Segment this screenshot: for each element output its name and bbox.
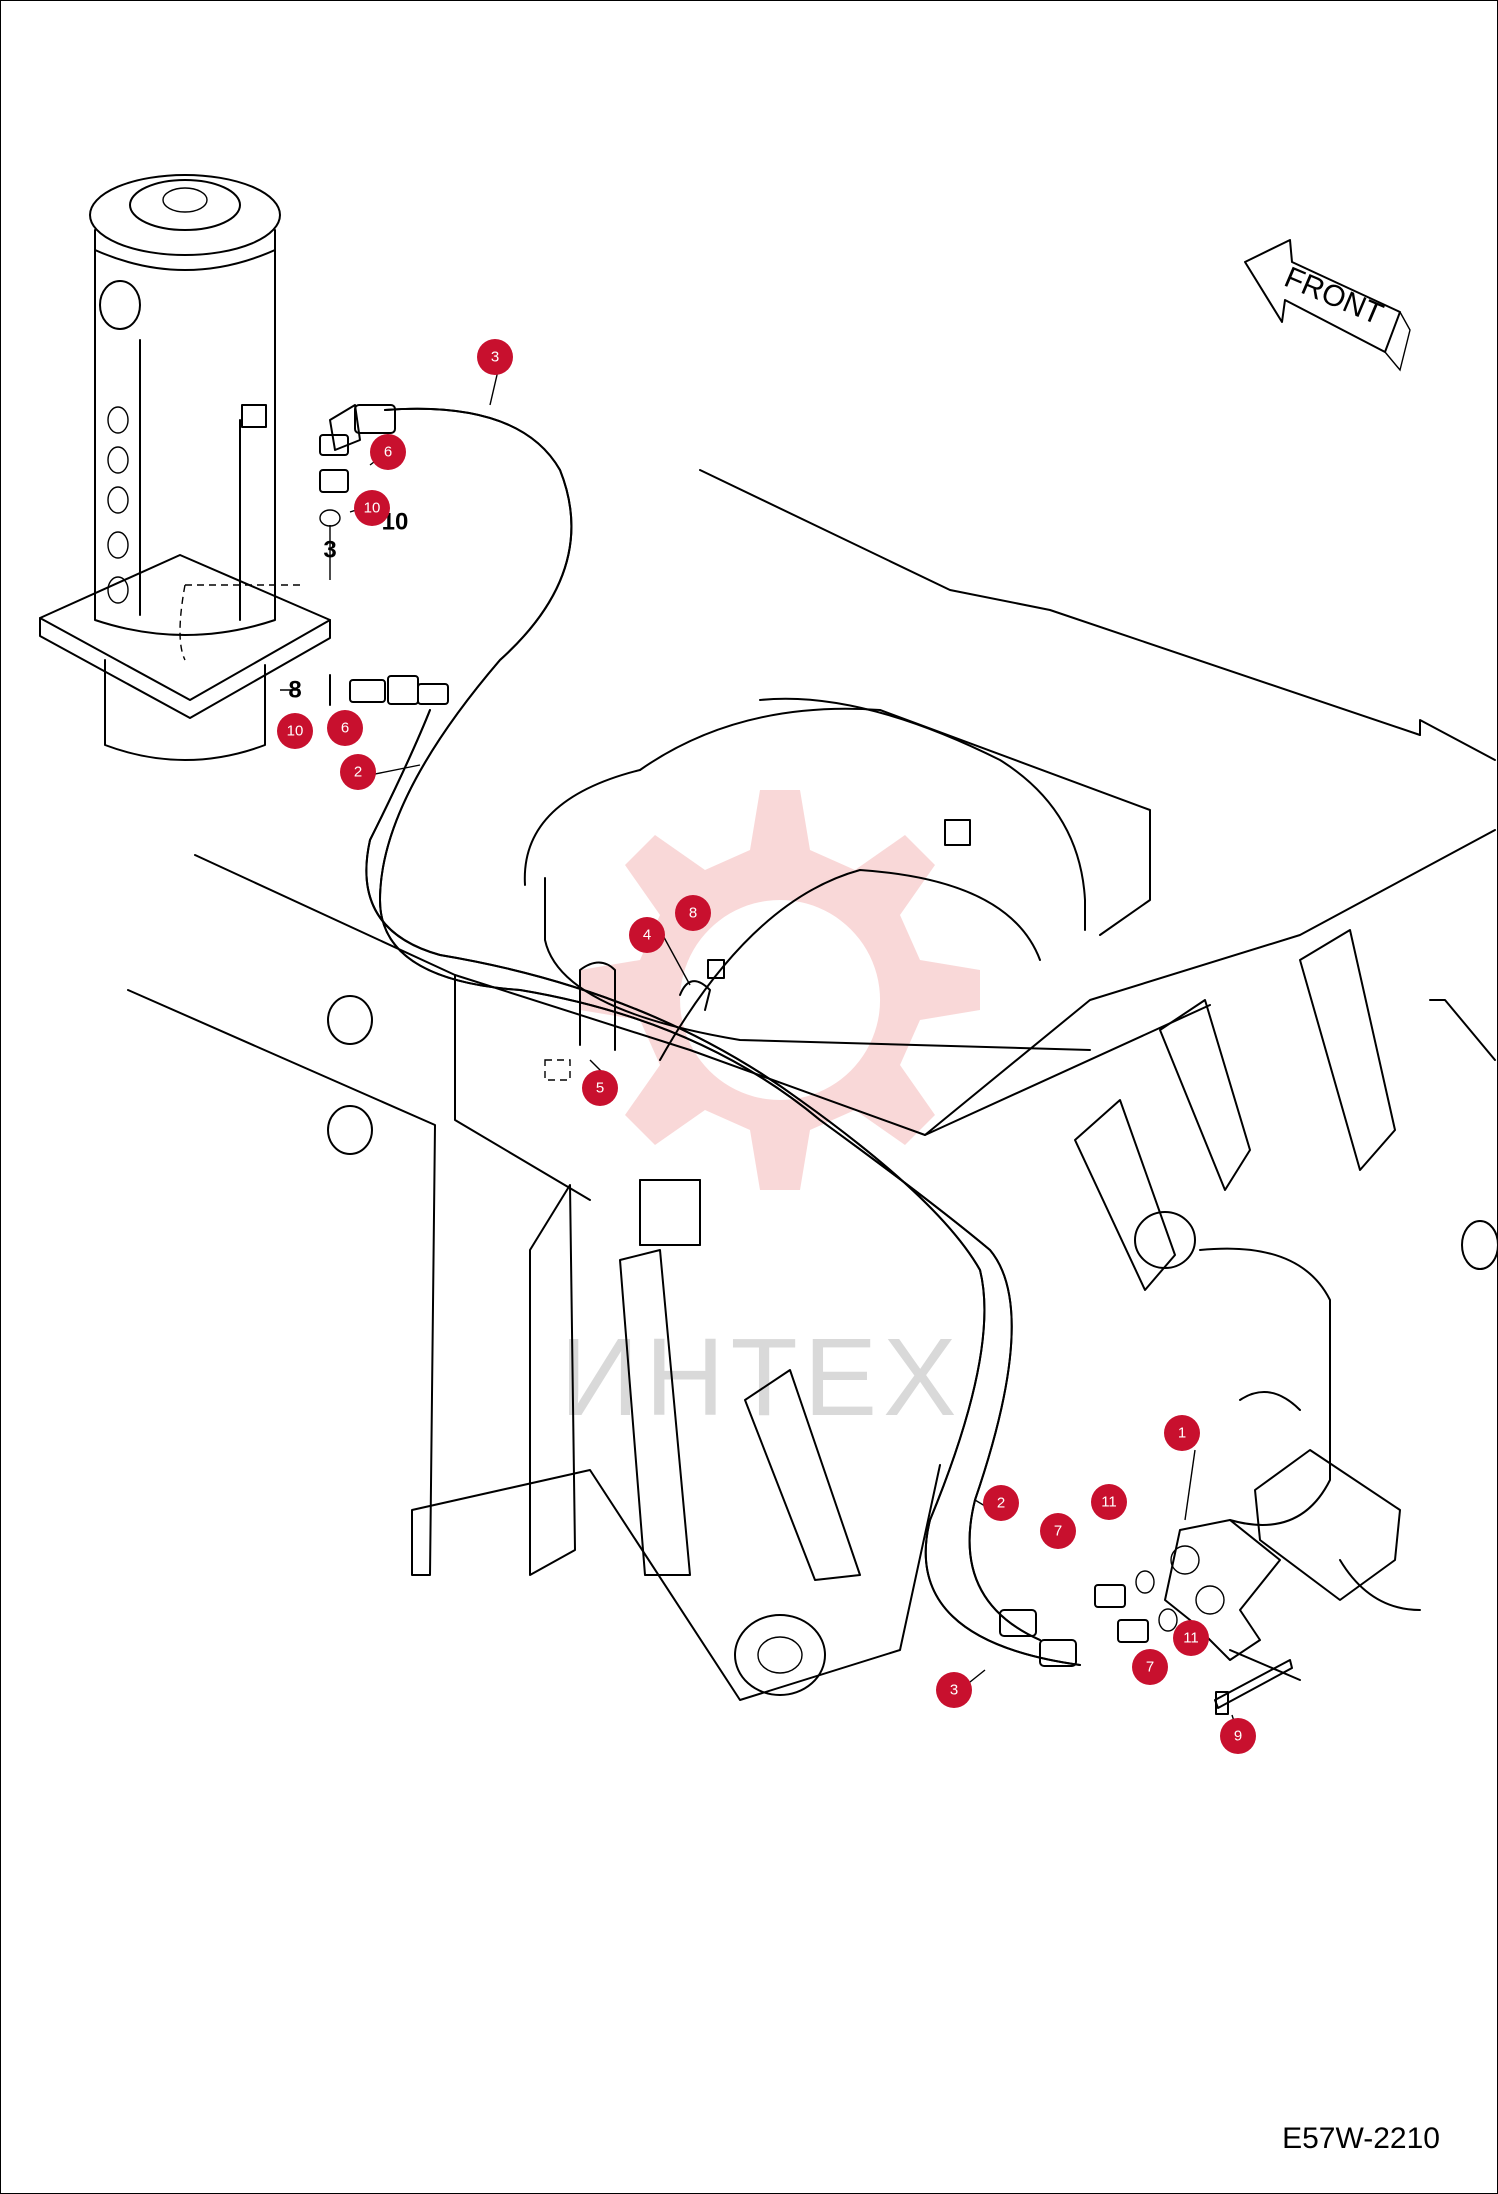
svg-text:6: 6 — [384, 444, 392, 461]
callout-2[interactable]: 2 — [340, 754, 376, 790]
front-arrow-label: FRONT — [1280, 261, 1388, 332]
svg-text:7: 7 — [1146, 1659, 1154, 1676]
svg-text:11: 11 — [1183, 1630, 1199, 1647]
leader-lines — [280, 361, 1241, 1741]
svg-text:1: 1 — [1178, 1425, 1186, 1442]
svg-text:7: 7 — [1054, 1523, 1062, 1540]
callout-10[interactable]: 10 — [354, 490, 390, 526]
callout-5[interactable]: 5 — [582, 1070, 618, 1106]
callout-3[interactable]: 3 — [936, 1672, 972, 1708]
callout-3[interactable]: 3 — [477, 339, 513, 375]
svg-text:10: 10 — [287, 723, 304, 740]
callout-11[interactable]: 11 — [1173, 1620, 1209, 1656]
front-arrow: FRONT — [1244, 239, 1411, 372]
svg-text:5: 5 — [596, 1080, 604, 1097]
callout-8[interactable]: 8 — [675, 895, 711, 931]
watermark: ИНТЕХ — [560, 790, 980, 1439]
svg-text:11: 11 — [1101, 1494, 1117, 1511]
svg-text:3: 3 — [491, 349, 499, 366]
callout-11[interactable]: 11 — [1091, 1484, 1127, 1520]
svg-text:2: 2 — [354, 764, 362, 781]
watermark-text: ИНТЕХ — [560, 1316, 962, 1439]
drawing-marks: 3 8 10 — [288, 509, 408, 704]
callout-6[interactable]: 6 — [327, 710, 363, 746]
callout-4[interactable]: 4 — [629, 917, 665, 953]
callout-6[interactable]: 6 — [370, 434, 406, 470]
swivel-joint — [39, 174, 331, 761]
svg-text:3: 3 — [950, 1682, 958, 1699]
svg-text:8: 8 — [689, 905, 697, 922]
chassis-frame — [127, 469, 1498, 1701]
callout-9[interactable]: 9 — [1220, 1718, 1256, 1754]
callout-7[interactable]: 7 — [1132, 1649, 1168, 1685]
valve-block — [1164, 1391, 1421, 1715]
drawing-code: E57W-2210 — [1282, 2122, 1440, 2155]
fittings — [319, 404, 1178, 1667]
hose-clamps — [544, 959, 725, 1081]
drawing-mark-8: 8 — [288, 677, 301, 704]
svg-text:6: 6 — [341, 720, 349, 737]
svg-text:2: 2 — [997, 1495, 1005, 1512]
callout-10[interactable]: 10 — [277, 713, 313, 749]
hydraulic-hoses — [365, 407, 1081, 1666]
drawing-mark-3: 3 — [323, 537, 336, 564]
svg-text:4: 4 — [643, 927, 651, 944]
callouts: 1 2 2 3 3 4 5 6 6 7 7 8 9 10 10 11 11 — [277, 339, 1256, 1754]
callout-2[interactable]: 2 — [983, 1485, 1019, 1521]
svg-text:10: 10 — [364, 500, 381, 517]
callout-7[interactable]: 7 — [1040, 1513, 1076, 1549]
watermark-gear-icon — [580, 790, 980, 1190]
svg-text:9: 9 — [1234, 1728, 1242, 1745]
callout-1[interactable]: 1 — [1164, 1415, 1200, 1451]
